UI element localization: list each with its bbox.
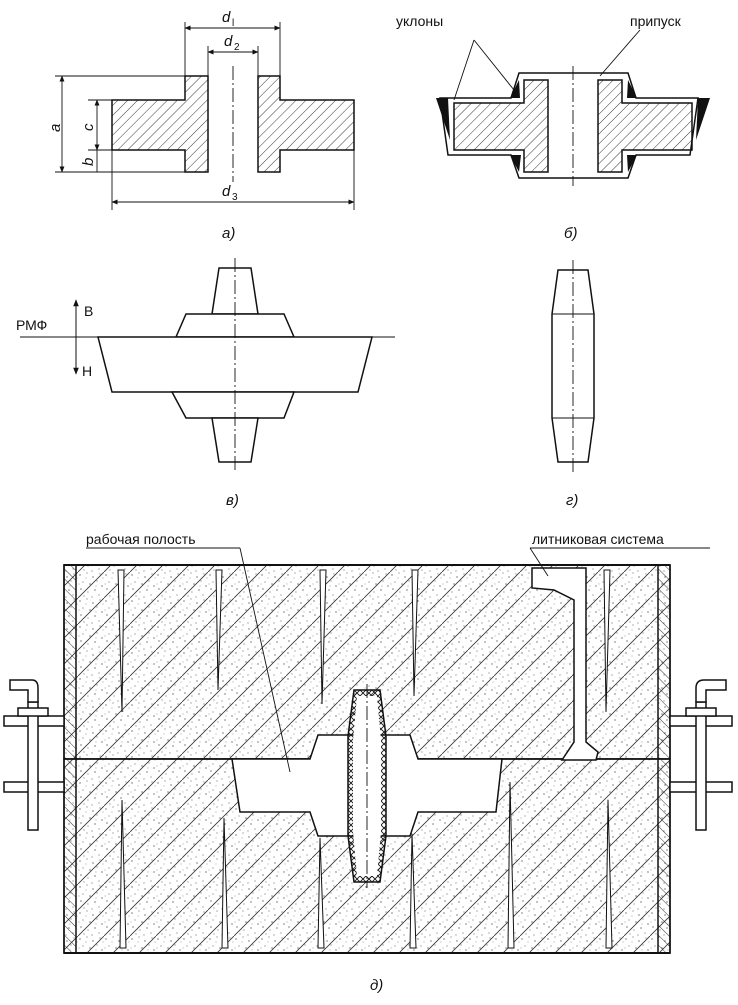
label-rmf: РМФ bbox=[16, 317, 47, 333]
figure-b bbox=[436, 29, 710, 186]
caption-b: б) bbox=[564, 225, 577, 242]
label-a: a bbox=[47, 124, 64, 132]
gating-system bbox=[531, 567, 599, 761]
caption-d: д) bbox=[370, 977, 383, 994]
draft-wedge bbox=[627, 155, 637, 172]
caption-a: а) bbox=[222, 225, 235, 242]
figure-a-labels: d l d 2 d 3 a c b а) bbox=[47, 9, 240, 242]
label-allowance: припуск bbox=[630, 13, 682, 29]
part-section-right bbox=[257, 75, 355, 173]
svg-text:3: 3 bbox=[232, 192, 238, 203]
leader-gating bbox=[529, 547, 549, 577]
draft-wedge bbox=[436, 98, 450, 140]
part-section-left bbox=[111, 75, 209, 173]
vent-channels bbox=[117, 569, 613, 949]
label-b: b bbox=[80, 158, 97, 166]
label-down: Н bbox=[82, 363, 92, 379]
clamp-left bbox=[3, 679, 65, 831]
draft-wedge bbox=[510, 155, 521, 172]
draft-wedge bbox=[510, 80, 520, 98]
caption-v: в) bbox=[226, 492, 239, 509]
figure-g bbox=[551, 260, 595, 472]
figure-g-labels: г) bbox=[566, 492, 578, 509]
caption-g: г) bbox=[566, 492, 578, 509]
label-slopes: уклоны bbox=[396, 13, 443, 29]
label-gating: литниковая система bbox=[532, 531, 664, 547]
figure-v bbox=[20, 258, 395, 470]
pattern-bottom-step bbox=[170, 391, 296, 419]
label-d2: d bbox=[224, 33, 233, 50]
leader-slopes bbox=[453, 39, 475, 101]
draft-wedge bbox=[627, 80, 637, 98]
leader-allowance bbox=[599, 29, 641, 77]
svg-text:2: 2 bbox=[234, 42, 240, 53]
draft-wedge bbox=[696, 98, 710, 140]
leader-cavity bbox=[239, 547, 291, 773]
figure-d bbox=[3, 547, 733, 954]
label-cavity: рабочая полость bbox=[86, 531, 196, 547]
figure-v-labels: РМФ В Н в) bbox=[16, 303, 239, 509]
part-right-section bbox=[597, 79, 693, 173]
part-left-section bbox=[453, 79, 549, 173]
figure-b-labels: уклоны припуск б) bbox=[396, 13, 682, 242]
svg-text:l: l bbox=[232, 18, 234, 29]
figure-a bbox=[55, 22, 355, 210]
label-c: c bbox=[80, 123, 97, 131]
clamp-right bbox=[669, 679, 733, 831]
label-up: В bbox=[84, 303, 93, 319]
label-d1: d bbox=[222, 9, 231, 26]
figure-d-labels: рабочая полость литниковая система д) bbox=[86, 531, 664, 994]
label-d3: d bbox=[222, 183, 231, 200]
